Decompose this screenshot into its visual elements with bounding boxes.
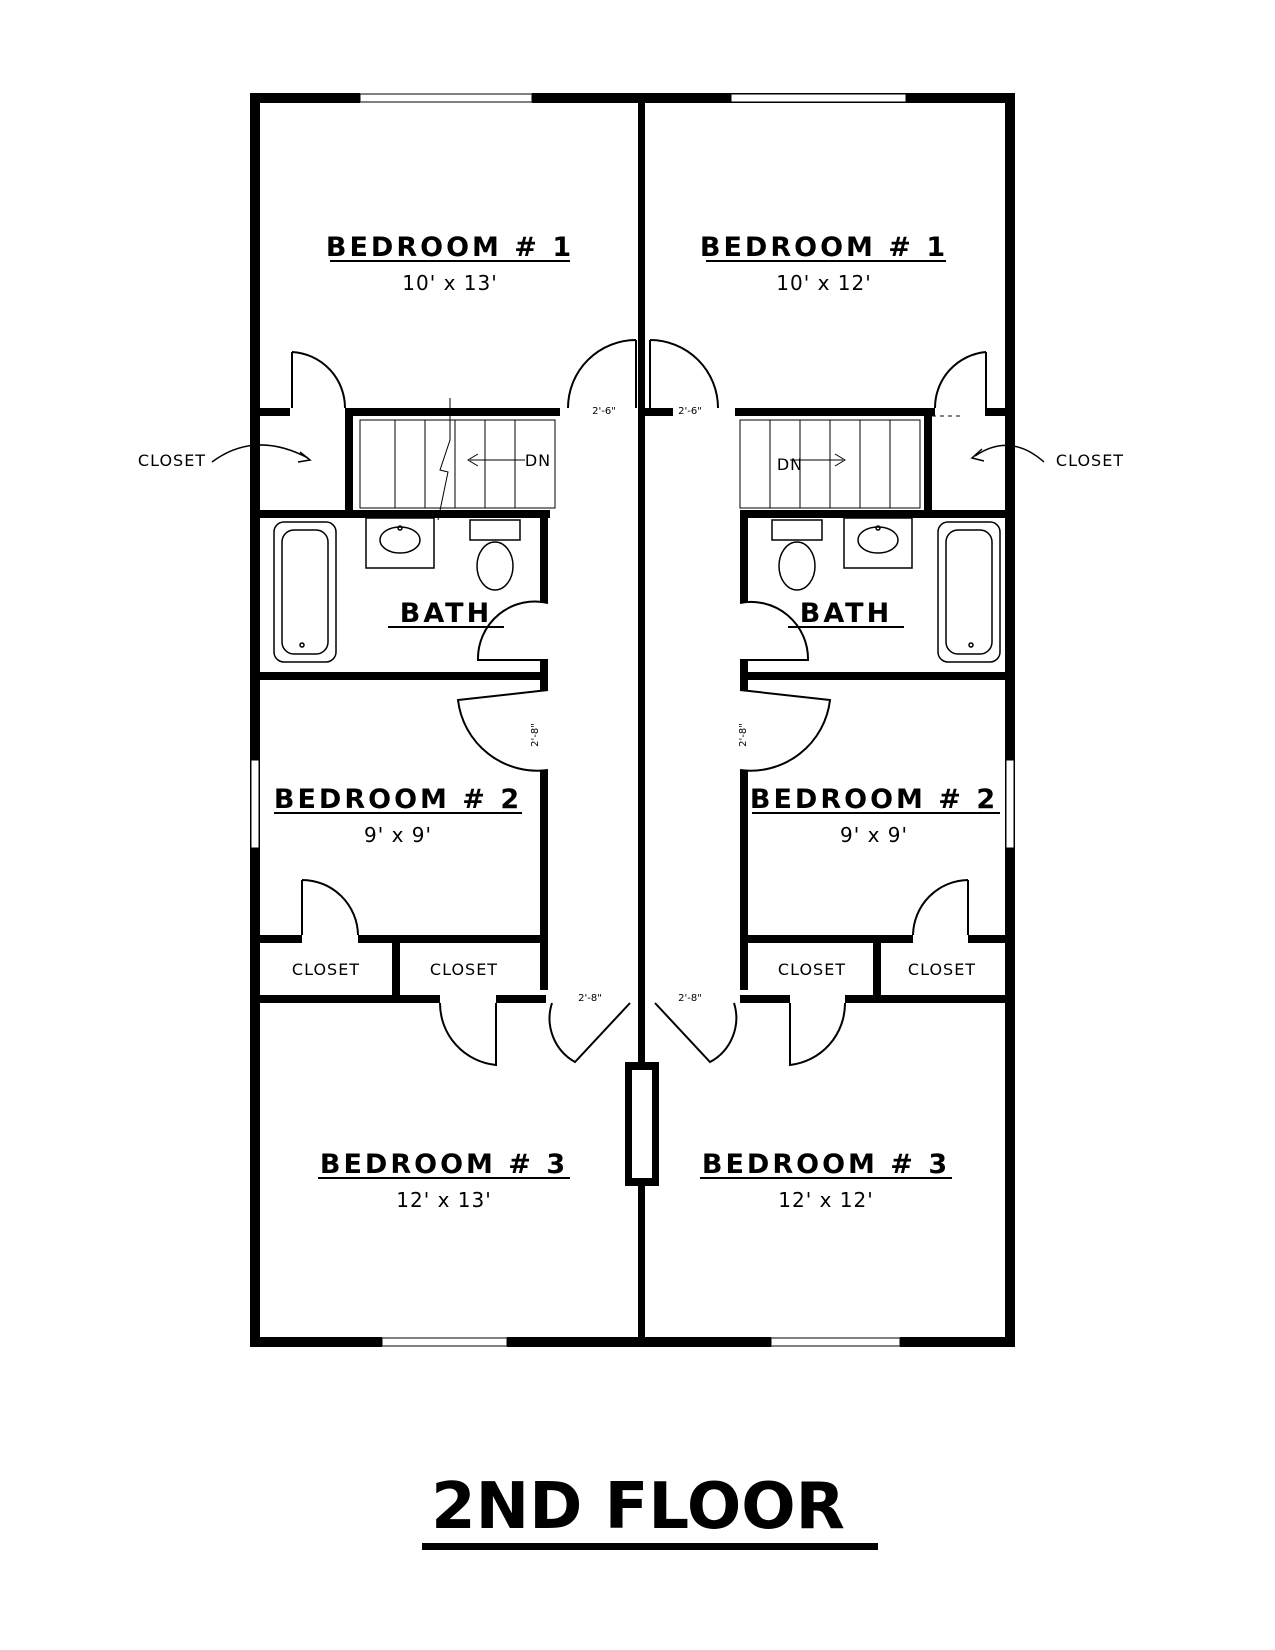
right-door-mid-label: 2'-8" xyxy=(738,723,749,747)
left-door-bottom-label: 2'-8" xyxy=(578,993,602,1004)
left-stair-label: DN xyxy=(525,451,551,470)
left-bath-label: BATH xyxy=(400,598,492,629)
doors xyxy=(291,339,987,1067)
left-closet-b-label: CLOSET xyxy=(430,960,498,979)
left-bedroom2-dim: 9' x 9' xyxy=(364,823,432,847)
right-closet-a-label: CLOSET xyxy=(778,960,846,979)
left-closet-a-label: CLOSET xyxy=(292,960,360,979)
left-bedroom2-name: BEDROOM # 2 xyxy=(274,784,522,815)
left-bedroom1-name: BEDROOM # 1 xyxy=(326,232,574,263)
right-bedroom3-name: BEDROOM # 3 xyxy=(702,1149,950,1180)
left-unit-labels: BEDROOM # 1 10' x 13' CLOSET DN 2'-6" BA… xyxy=(138,232,616,1212)
right-door-top-label: 2'-6" xyxy=(678,406,702,417)
stairs xyxy=(359,398,960,521)
right-bedroom1-name: BEDROOM # 1 xyxy=(700,232,948,263)
right-door-bottom-label: 2'-8" xyxy=(678,993,702,1004)
left-bedroom3-dim: 12' x 13' xyxy=(396,1188,491,1212)
right-unit-labels: BEDROOM # 1 10' x 12' CLOSET DN 2'-6" BA… xyxy=(678,232,1124,1212)
title-underline xyxy=(422,1543,878,1550)
right-bedroom2-dim: 9' x 9' xyxy=(840,823,908,847)
closet-arrows xyxy=(211,444,1045,463)
left-closet-outside-label: CLOSET xyxy=(138,451,206,470)
right-closet-outside-label: CLOSET xyxy=(1056,451,1124,470)
fixtures xyxy=(273,517,1001,663)
right-bedroom3-dim: 12' x 12' xyxy=(778,1188,873,1212)
left-bedroom1-dim: 10' x 13' xyxy=(402,271,497,295)
page-title: 2ND FLOOR xyxy=(431,1470,845,1544)
windows xyxy=(250,93,1015,1347)
right-closet-b-label: CLOSET xyxy=(908,960,976,979)
right-bedroom2-name: BEDROOM # 2 xyxy=(750,784,998,815)
left-bedroom3-name: BEDROOM # 3 xyxy=(320,1149,568,1180)
left-door-mid-label: 2'-8" xyxy=(530,723,541,747)
right-bedroom1-dim: 10' x 12' xyxy=(776,271,871,295)
left-door-top-label: 2'-6" xyxy=(592,406,616,417)
right-stair-label: DN xyxy=(777,455,803,474)
right-bath-label: BATH xyxy=(800,598,892,629)
